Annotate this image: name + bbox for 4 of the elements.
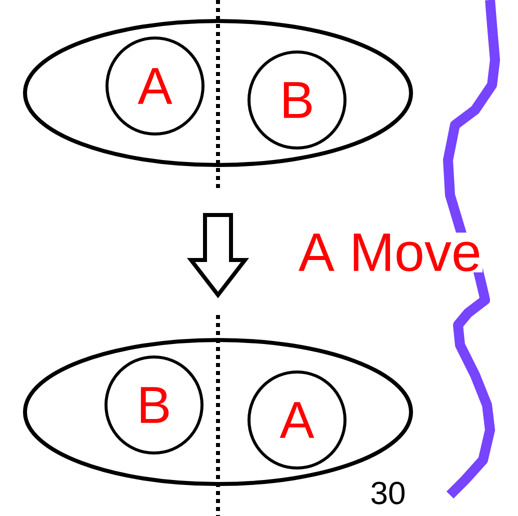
page-number: 30	[371, 482, 405, 504]
ellipse-outline	[23, 19, 413, 167]
hollow-arrow	[186, 213, 250, 298]
edge-label: A Move	[297, 232, 483, 272]
